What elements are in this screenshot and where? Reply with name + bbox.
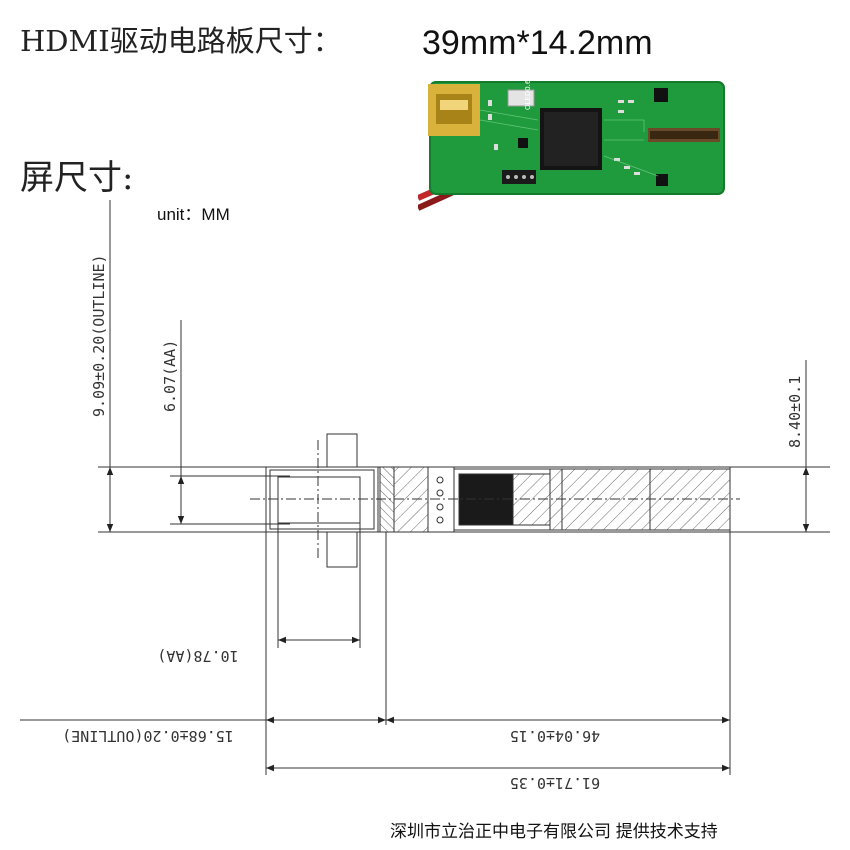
company-footer: 深圳市立治正中电子有限公司 提供技术支持 (390, 822, 718, 841)
board-size-title: HDMI驱动电路板尺寸： (20, 24, 342, 58)
total-length-label: 61.71±0.35 (510, 774, 600, 792)
board-size-value: 39mm*14.2mm (422, 24, 653, 62)
fpc-height-label: 8.40±0.1 (786, 376, 804, 448)
aa-width-label: 10.78(AA) (157, 647, 238, 665)
fpc-length-label: 46.04±0.15 (510, 727, 600, 745)
hdmi-board-photo: OLED0.6-HDMI (418, 80, 726, 222)
aa-height-label: 6.07(AA) (161, 340, 179, 412)
unit-label: unit：MM (157, 205, 230, 224)
outline-width-label: 15.68±0.20(OUTLINE) (62, 727, 234, 745)
board-silkscreen: OLED0.6-HDMI (524, 80, 532, 110)
outline-height-label: 9.09±0.20(OUTLINE) (90, 254, 108, 417)
screen-size-title: 屏尺寸: (20, 158, 134, 198)
